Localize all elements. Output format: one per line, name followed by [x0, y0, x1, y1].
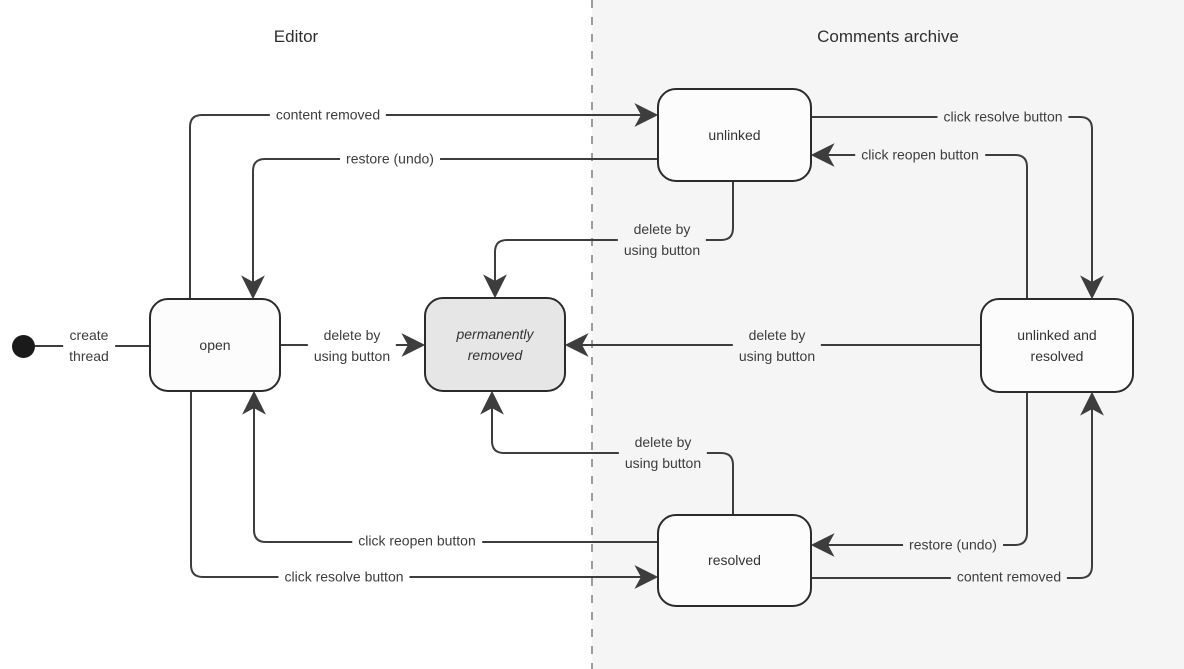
edge-label-delete-open: delete by using button [307, 325, 397, 367]
state-permanently-removed-label: permanently removed [456, 325, 534, 363]
edge-click-resolve-open-to-resolved [190, 392, 659, 589]
edge-label-restore-undo-bottom: restore (undo) [903, 534, 1003, 556]
editor-region-title: Editor [273, 27, 319, 46]
edge-content-removed-to-unlinked [189, 103, 659, 298]
edge-label-click-reopen-top: click reopen button [855, 144, 985, 166]
state-permanently-removed: permanently removed [424, 297, 566, 392]
edge-restore-undo-to-open [241, 158, 657, 300]
edge-label-create-thread: create thread [63, 325, 115, 367]
state-open-label: open [199, 336, 231, 353]
edge-restore-undo-unlinked-resolved-to-resolved [810, 393, 1028, 557]
state-unlinked-label: unlinked [708, 126, 761, 143]
state-resolved-label: resolved [708, 552, 761, 568]
state-resolved: resolved [657, 514, 812, 607]
edge-label-content-removed-top: content removed [269, 104, 387, 126]
edge-delete-unlinked-to-removed [483, 182, 734, 299]
edge-label-delete-unlinked: delete by using button [617, 219, 707, 261]
edge-delete-resolved-to-removed [480, 390, 734, 514]
state-unlinked: unlinked [657, 88, 812, 182]
state-open: open [149, 298, 281, 392]
edge-label-restore-undo-top: restore (undo) [340, 148, 440, 170]
edge-click-reopen-resolved-to-open [242, 390, 657, 543]
state-unlinked-and-resolved: unlinked and resolved [980, 298, 1134, 393]
edge-label-click-resolve-top: click resolve button [937, 106, 1069, 128]
edge-click-reopen-unlinked-resolved-to-unlinked [810, 143, 1028, 298]
state-unlinked-and-resolved-label: unlinked and resolved [1017, 326, 1097, 364]
edge-content-removed-resolved-to-unlinked-resolved [812, 391, 1104, 579]
edge-click-resolve-unlinked-to-unlinked-resolved [812, 116, 1104, 300]
archive-region-title: Comments archive [817, 27, 959, 46]
edge-label-click-reopen-bottom: click reopen button [352, 530, 482, 552]
edge-label-click-resolve-bottom: click resolve button [278, 566, 410, 588]
edge-label-content-removed-bottom: content removed [950, 566, 1068, 588]
edge-label-delete-resolved: delete by using button [618, 432, 708, 474]
initial-state-dot [12, 335, 35, 358]
edge-label-delete-unlinked-resolved: delete by using button [732, 325, 822, 367]
